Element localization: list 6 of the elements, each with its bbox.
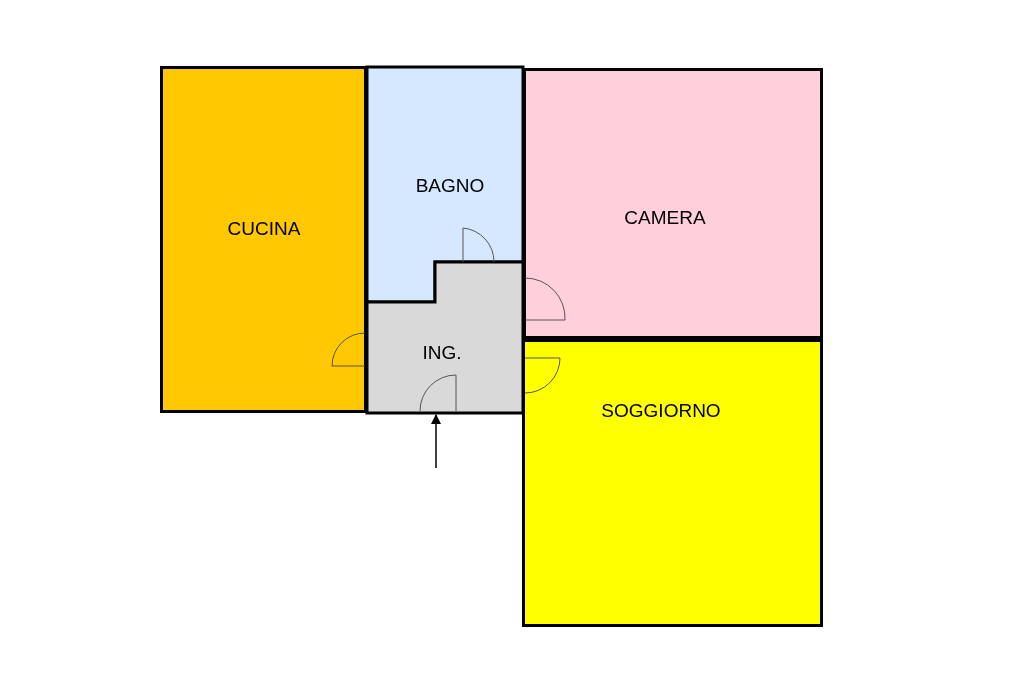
room-label: CAMERA (624, 205, 706, 230)
room-label: ING. (422, 340, 462, 365)
entrance-arrow (431, 414, 441, 469)
room-label: SOGGIORNO (601, 398, 721, 423)
room-label: CUCINA (227, 216, 301, 241)
room-label: BAGNO (415, 173, 485, 198)
